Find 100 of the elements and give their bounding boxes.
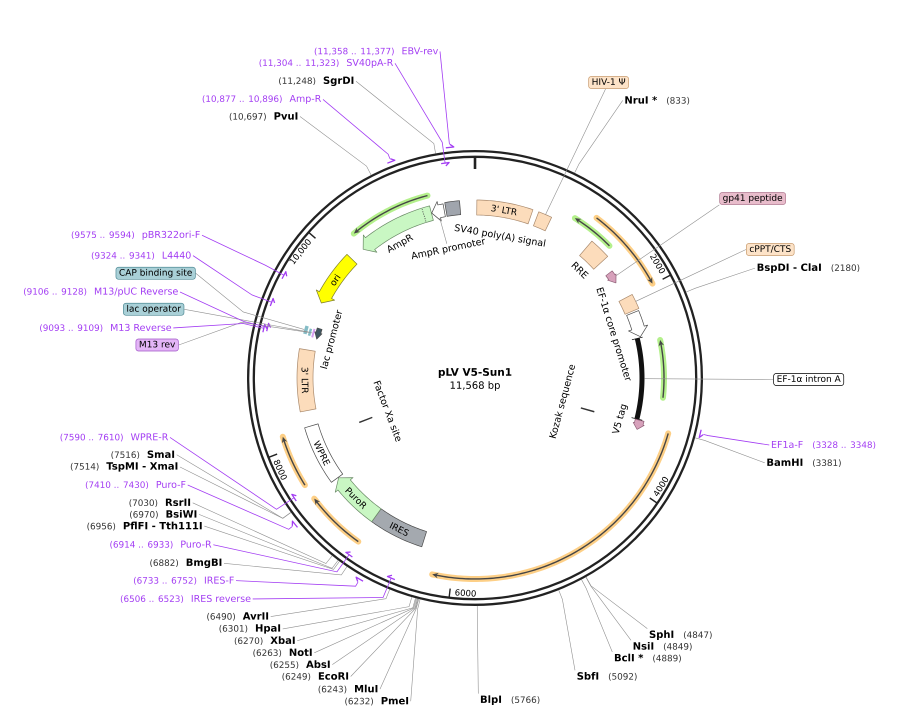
leader-line	[184, 308, 309, 332]
primer-mark	[387, 158, 396, 164]
primer-mark	[291, 494, 297, 502]
site-label: (6263) NotI	[253, 648, 312, 658]
feature-block	[626, 310, 648, 338]
site-label: (10,697) PvuI	[230, 112, 298, 121]
leader-line	[195, 273, 304, 330]
site-label: (6243) MluI	[318, 684, 378, 694]
leader-line	[270, 589, 390, 617]
leader-line	[636, 249, 746, 302]
leader-line	[574, 100, 623, 174]
primer-label: (7590 .. 7610) WPRE-R	[60, 433, 168, 442]
leader-line	[558, 590, 576, 671]
site-label: (7516) SmaI	[111, 450, 174, 460]
feature-bar	[303, 326, 309, 334]
feature-box: IRES	[371, 508, 427, 548]
leader-line	[187, 484, 293, 530]
primer-label: EF1a-F (3328 .. 3348)	[772, 440, 876, 450]
primer-mark	[345, 551, 353, 558]
leader-line	[581, 579, 613, 652]
leader-line	[686, 268, 756, 292]
leader-line	[204, 526, 340, 570]
leader-line	[224, 563, 348, 576]
primer-label: (9324 .. 9341) L4440	[92, 252, 191, 260]
primer-label: (7410 .. 7430) Puro-F	[86, 480, 186, 490]
primer-label: (11,304 .. 11,323) SV40pA-R	[260, 58, 394, 68]
primer-label: (9575 .. 9594) pBR322ori-F	[72, 230, 200, 240]
leader-line	[172, 323, 264, 329]
primer-mark	[262, 324, 268, 332]
feature-block	[632, 418, 645, 430]
plasmid-name: pLV V5-Sun1	[438, 368, 512, 378]
tick-label: 8000	[274, 460, 287, 480]
leader-line	[300, 116, 372, 176]
site-label: NruI * (833)	[625, 96, 690, 105]
primer-label: (6506 .. 6523) IRES reverse	[120, 594, 250, 604]
leader-line	[356, 80, 436, 154]
site-label: (6232) PmeI	[345, 697, 408, 706]
primer-label: (11,358 .. 11,377) EBV-rev	[314, 47, 438, 56]
leader-line	[180, 466, 292, 519]
site-label: (6301) HpaI	[220, 624, 280, 634]
site-label: (6249) EcoRI	[282, 672, 348, 681]
feature-label: V5 tag	[612, 404, 628, 433]
feature-label: Factor Xa site	[374, 380, 400, 442]
leader-line	[350, 598, 418, 677]
feature-label-box: EF-1α intron A	[773, 373, 844, 386]
leader-line	[192, 255, 272, 303]
leader-line	[314, 598, 417, 654]
primer-label: (6733 .. 6752) IRES-F	[134, 576, 234, 585]
leader-line	[176, 454, 292, 519]
leader-line	[332, 598, 418, 665]
leader-line	[170, 437, 294, 510]
feature-box: 3' LTR	[296, 348, 316, 412]
feature-tick	[580, 407, 595, 412]
feature-label-box: M13 rev	[136, 338, 179, 352]
leader-line	[236, 580, 358, 587]
leader-line	[439, 218, 448, 244]
site-label: (6970) BsiWI	[130, 510, 196, 519]
leader-line	[322, 99, 390, 160]
site-label: BclI * (4889)	[614, 654, 681, 662]
feature-tick	[358, 416, 373, 424]
feature-bar	[311, 328, 316, 338]
plasmid-size: 11,568 bp	[450, 381, 500, 391]
primer-mark	[266, 322, 272, 332]
primer-mark	[292, 520, 298, 528]
site-label: SphI (4847)	[650, 630, 712, 640]
primer-mark	[281, 271, 288, 280]
site-label: (6882) BmgBI	[150, 558, 222, 568]
primer-mark	[441, 162, 450, 166]
feature-block	[605, 270, 616, 284]
primer-label: (6914 .. 6933) Puro-R	[110, 540, 212, 549]
primer-label: (9093 .. 9109) M13 Reverse	[40, 324, 172, 332]
site-label: (7030) RsrII	[129, 498, 190, 508]
leader-line	[394, 62, 446, 164]
leader-line	[297, 598, 416, 641]
feature-box: 3' LTR	[476, 200, 534, 224]
site-label: BspDI - ClaI (2180)	[758, 263, 860, 273]
leader-line	[282, 596, 412, 630]
leader-line	[440, 51, 450, 145]
feature-label: Kozak sequence	[549, 364, 575, 438]
leader-line	[694, 438, 765, 464]
leader-line	[702, 434, 770, 446]
primer-mark	[386, 574, 396, 580]
leader-line	[252, 578, 392, 600]
feature-label-box: cPPT/CTS	[746, 243, 795, 256]
primer-mark	[270, 298, 276, 306]
site-label: (7514) TspMI - XmaI	[70, 462, 178, 472]
leader-line	[198, 514, 338, 569]
leader-line	[178, 322, 312, 346]
site-label: (6490) AvrII	[207, 612, 268, 621]
feature-box	[444, 200, 462, 217]
leader-line	[380, 598, 420, 690]
leader-line	[410, 598, 420, 702]
leader-line	[644, 378, 774, 380]
feature-label-box: CAP binding site	[116, 266, 196, 280]
site-label: SbfI (5092)	[577, 672, 637, 681]
primer-label: (10,877 .. 10,896) Amp-R	[202, 94, 322, 104]
feature-box	[618, 294, 640, 315]
leader-line	[545, 88, 606, 215]
feature-label-box: lac operator	[123, 302, 184, 316]
feature-label-box: gp41 peptide	[719, 192, 786, 205]
